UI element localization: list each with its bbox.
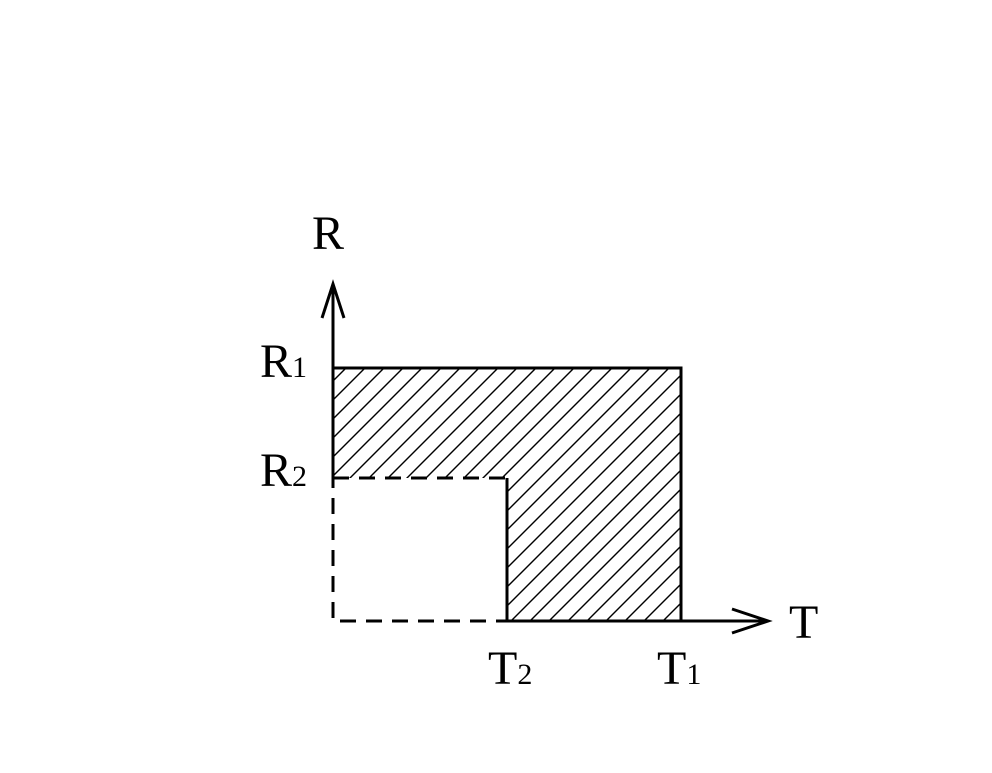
hatch-line	[678, 368, 681, 621]
hatch-line	[333, 368, 529, 621]
hatch-line	[945, 300, 992, 700]
hatch-line	[964, 300, 992, 700]
t-axis-label: T	[789, 596, 818, 649]
hatch-line	[869, 300, 992, 700]
hatch-line	[333, 368, 548, 621]
hatch-line	[333, 368, 681, 621]
t1-label-sub: 1	[686, 658, 701, 691]
hatch-line	[983, 300, 992, 700]
hatch-line	[812, 300, 992, 700]
t2-label-sub: 2	[517, 658, 532, 691]
hatch-line	[0, 300, 300, 700]
hatch-line	[926, 300, 992, 700]
r1-label-sub: 1	[292, 351, 307, 384]
hatch-line	[698, 300, 992, 700]
hatch-line	[488, 368, 681, 621]
r-axis-arrowhead	[320, 279, 346, 319]
t-axis-arrowhead	[731, 607, 773, 635]
hatch-line	[793, 300, 992, 700]
t1-label: T1	[657, 642, 701, 695]
hatch-line	[393, 368, 681, 621]
hatch-line	[333, 368, 434, 621]
hatch-line	[469, 368, 681, 621]
hatch-line	[431, 368, 681, 621]
r2-label: R2	[260, 444, 307, 497]
hatch-line	[333, 368, 396, 621]
hatch-line	[831, 300, 992, 700]
r2-label-base: R	[260, 444, 292, 497]
r1-label-base: R	[260, 335, 292, 388]
hatch-line	[659, 368, 681, 621]
r-axis-label: R	[312, 207, 344, 260]
hatch-line	[333, 368, 510, 621]
hatch-line	[333, 368, 681, 621]
hatch-line	[333, 368, 453, 621]
hatch-line	[333, 368, 662, 621]
t2-label-base: T	[488, 642, 517, 695]
r2-label-sub: 2	[292, 460, 307, 493]
hatch-line	[412, 368, 681, 621]
hatch-line	[333, 368, 586, 621]
hatch-line	[333, 368, 377, 621]
hatch-line	[564, 368, 681, 621]
hatch-line	[450, 368, 681, 621]
hatch-line	[333, 368, 681, 621]
hatch-line	[583, 368, 681, 621]
hatch-line	[717, 300, 992, 700]
t1-label-base: T	[657, 642, 686, 695]
hatch-line	[333, 368, 415, 621]
hatch-line	[336, 368, 681, 621]
hatch-line	[545, 368, 681, 621]
hatch-line	[850, 300, 992, 700]
hatch-line	[888, 300, 992, 700]
hatch-line	[736, 300, 992, 700]
excluded-region-dashed-outline	[331, 476, 509, 623]
hatch-line	[526, 368, 681, 621]
r1-label: R1	[260, 335, 307, 388]
hatch-line	[507, 368, 681, 621]
t2-label: T2	[488, 642, 532, 695]
hatched-region	[0, 300, 992, 700]
hatch-line	[907, 300, 992, 700]
hatch-line	[374, 368, 681, 621]
hatch-line	[355, 368, 681, 621]
